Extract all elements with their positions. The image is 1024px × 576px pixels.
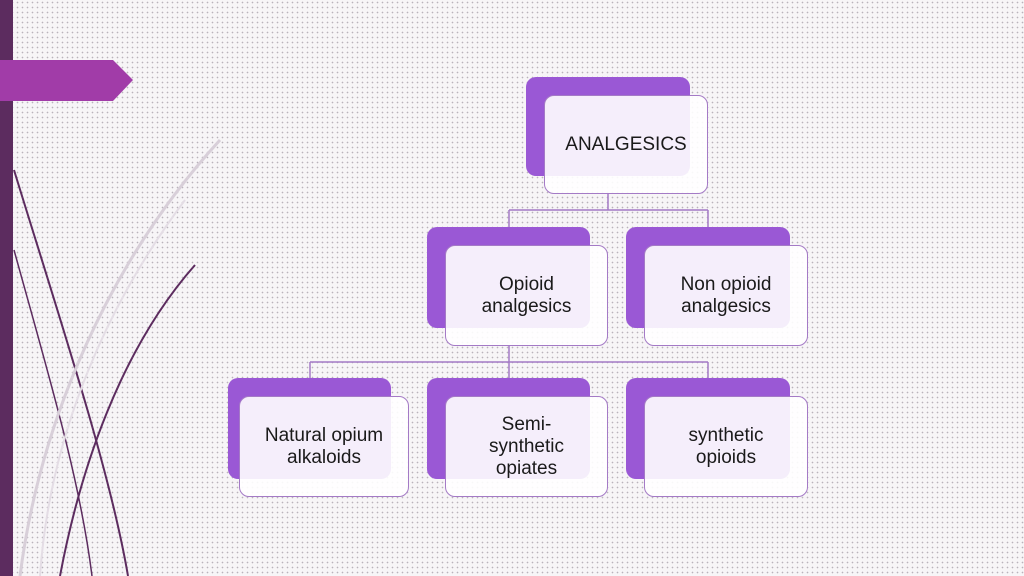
node-box: synthetic opioids — [644, 396, 808, 497]
node-label-analgesics: ANALGESICS — [565, 133, 687, 155]
left-accent-bar — [0, 0, 13, 576]
node-analgesics: ANALGESICS — [526, 77, 708, 194]
node-label-semi-synthetic-opiates: Semi- synthetic opiates — [489, 413, 564, 479]
node-box: Natural opium alkaloids — [239, 396, 409, 497]
decorative-swooshes — [13, 138, 222, 576]
node-label-synthetic-opioids: synthetic opioids — [688, 424, 764, 468]
node-label-non-opioid-analgesics: Non opioid analgesics — [680, 273, 772, 317]
title-arrow-tab — [0, 60, 133, 101]
node-natural-opium-alkaloids: Natural opium alkaloids — [228, 378, 409, 497]
node-semi-synthetic-opiates: Semi- synthetic opiates — [427, 378, 608, 497]
node-label-natural-opium-alkaloids: Natural opium alkaloids — [264, 424, 384, 468]
node-non-opioid-analgesics: Non opioid analgesics — [626, 227, 808, 346]
node-box: Opioid analgesics — [445, 245, 608, 346]
node-opioid-analgesics: Opioid analgesics — [427, 227, 608, 346]
node-box: Semi- synthetic opiates — [445, 396, 608, 497]
node-box: Non opioid analgesics — [644, 245, 808, 346]
node-label-opioid-analgesics: Opioid analgesics — [481, 273, 572, 317]
node-box: ANALGESICS — [544, 95, 708, 194]
node-synthetic-opioids: synthetic opioids — [626, 378, 808, 497]
